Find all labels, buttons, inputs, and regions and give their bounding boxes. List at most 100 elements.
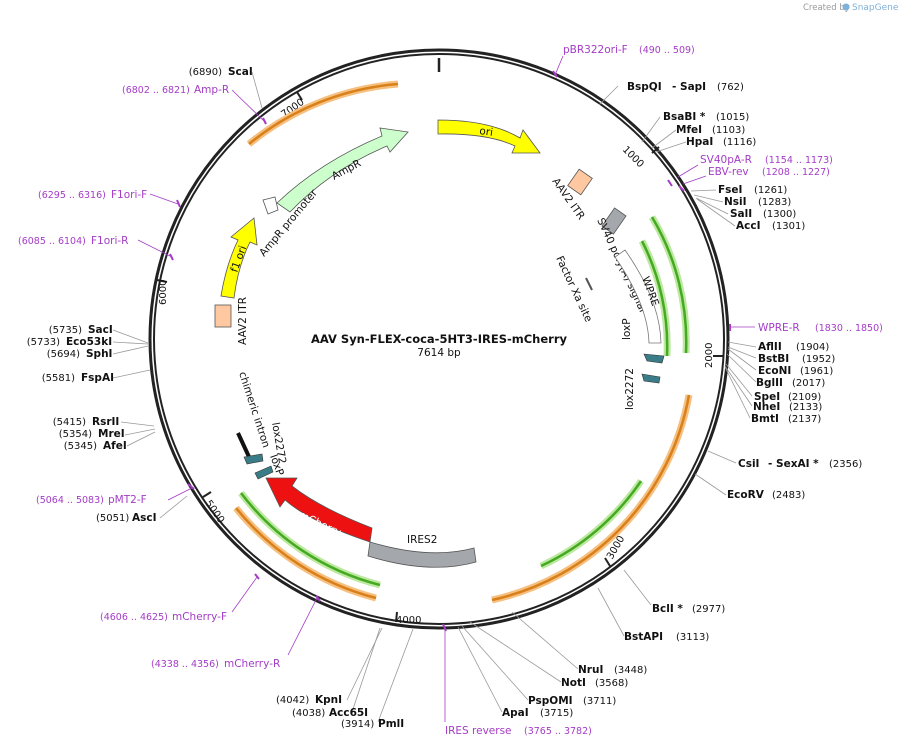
site-pspomi-pos: (3711) <box>583 696 616 707</box>
site-apai-name[interactable]: ApaI <box>502 707 529 719</box>
green-arc-right <box>540 480 643 568</box>
site-acci-pos: (1301) <box>772 221 805 232</box>
site-aflii-name[interactable]: AflII <box>758 341 782 353</box>
site-rsrii-pos: (5415) <box>53 417 86 428</box>
primer-binding-marks <box>169 70 731 632</box>
site-hpai-name[interactable]: HpaI <box>686 136 713 148</box>
site-kpni-name[interactable]: KpnI <box>315 694 342 706</box>
site-fspai-pos: (5581) <box>42 373 75 384</box>
aav2-itr-right-box <box>567 168 593 196</box>
loxp-right-label: loxP <box>621 318 633 340</box>
site-bspqi-name[interactable]: BspQI <box>627 81 662 93</box>
site-econi-name[interactable]: EcoNI <box>758 365 791 377</box>
site-scai-name[interactable]: ScaI <box>228 66 253 78</box>
site-econi-pos: (1961) <box>800 366 833 377</box>
primer-pbr322ori-f-range: (490 .. 509) <box>639 45 695 56</box>
site-csii-name[interactable]: CsiI <box>738 458 759 470</box>
site-bstapi-name[interactable]: BstAPI <box>624 631 663 643</box>
tick-label-6000: 6000 <box>158 280 169 305</box>
primer-pmt2-f-range: (5064 .. 5083) <box>36 495 104 506</box>
site-pmli-name[interactable]: PmlI <box>378 718 404 730</box>
ampr-promoter-arrow <box>262 196 279 215</box>
primer-mcherry-f-name[interactable]: mCherry-F <box>172 611 227 623</box>
credit-brand: SnapGene <box>852 3 899 13</box>
site-bstbi-name[interactable]: BstBI <box>758 353 789 365</box>
site-acci-name[interactable]: AccI <box>736 220 760 232</box>
loxp-right-arrow <box>643 353 665 364</box>
site-nhei-name[interactable]: NheI <box>753 401 780 413</box>
site-nsii-pos: (1283) <box>758 197 791 208</box>
site-asci-pos: (5051) <box>96 513 129 524</box>
primer-ebv-rev-name[interactable]: EBV-rev <box>708 166 749 178</box>
primer-wpre-r-name[interactable]: WPRE-R <box>758 322 800 334</box>
site-eco53ki-name[interactable]: Eco53kI <box>66 336 112 348</box>
ori-arrow <box>437 119 541 154</box>
ires2-label: IRES2 <box>407 534 437 546</box>
site-bsabi-name[interactable]: BsaBI * <box>663 111 706 123</box>
tick-label-1000: 1000 <box>620 144 646 170</box>
primer-pbr322ori-f-name[interactable]: pBR322ori-F <box>563 44 628 56</box>
plasmid-name: AAV Syn-FLEX-coca-5HT3-IRES-mCherry <box>311 332 568 346</box>
site-bmti-name[interactable]: BmtI <box>751 413 779 425</box>
tick-4000 <box>395 611 398 623</box>
site-spei-name[interactable]: SpeI <box>754 391 780 403</box>
site-nsii-name[interactable]: NsiI <box>724 196 747 208</box>
site-fsei-name[interactable]: FseI <box>718 184 742 196</box>
site-bstbi-pos: (1952) <box>802 354 835 365</box>
site-noti-name[interactable]: NotI <box>561 677 586 689</box>
site-sali-name[interactable]: SalI <box>730 208 752 220</box>
f1-ori-label: f1 ori <box>229 244 250 274</box>
primer-ebv-rev-range: (1208 .. 1227) <box>762 167 830 178</box>
site-sphi-name[interactable]: SphI <box>86 348 112 360</box>
site-nrui-name[interactable]: NruI <box>578 664 603 676</box>
orange-arc-mcherry-region <box>235 507 377 600</box>
primer-mcherry-r-name[interactable]: mCherry-R <box>224 658 280 670</box>
site-rsrii-name[interactable]: RsrII <box>92 416 119 428</box>
site-asci-name[interactable]: AscI <box>132 512 157 524</box>
site-pspomi-name[interactable]: PspOMI <box>528 695 573 707</box>
lox2272-right-arrow <box>641 373 661 384</box>
site-bcli-name[interactable]: BclI * <box>652 603 683 615</box>
site-scai-pos: (6890) <box>189 67 222 78</box>
primer-f1ori-f-range: (6295 .. 6316) <box>38 190 106 201</box>
site-bglii-name[interactable]: BglII <box>756 377 783 389</box>
site-sexai-name[interactable]: - SexAI * <box>768 458 819 470</box>
ampr-arrow <box>276 127 409 213</box>
primer-sv40pa-r-name[interactable]: SV40pA-R <box>700 154 752 166</box>
ori-label: ori <box>479 125 494 139</box>
lox2272-left-arrow <box>243 453 264 465</box>
site-afei-name[interactable]: AfeI <box>103 440 127 452</box>
site-mfei-name[interactable]: MfeI <box>676 124 702 136</box>
site-spei-pos: (2109) <box>788 392 821 403</box>
primer-wpre-r-range: (1830 .. 1850) <box>815 323 883 334</box>
site-eco53ki-pos: (5733) <box>27 337 60 348</box>
site-ecorv-name[interactable]: EcoRV <box>727 489 765 501</box>
tick-5000 <box>202 491 212 498</box>
site-bstapi-pos: (3113) <box>676 632 709 643</box>
primer-ires-reverse-name[interactable]: IRES reverse <box>445 725 512 737</box>
primer-leader-lines <box>137 55 755 722</box>
site-kpni-pos: (4042) <box>276 695 309 706</box>
orange-arc-right-region-halo <box>491 394 693 604</box>
site-acc65i-name[interactable]: Acc65I <box>329 707 368 719</box>
site-bglii-pos: (2017) <box>792 378 825 389</box>
primer-amp-r-name[interactable]: Amp-R <box>194 84 229 96</box>
site-saci-name[interactable]: SacI <box>88 324 113 336</box>
site-bmti-pos: (2137) <box>788 414 821 425</box>
primer-sv40pa-r-range: (1154 .. 1173) <box>765 155 833 166</box>
wpre-arrow <box>614 249 662 344</box>
primer-pmt2-f-name[interactable]: pMT2-F <box>108 494 147 506</box>
site-mfei-pos: (1103) <box>712 125 745 136</box>
primer-f1ori-f-name[interactable]: F1ori-F <box>111 189 147 201</box>
credit-created-by: Created by <box>803 3 850 13</box>
mcherry-arrow <box>265 477 373 543</box>
aav2-itr-left-label: AAV2 ITR <box>237 297 249 345</box>
site-sapi-name[interactable]: - SapI <box>672 81 706 93</box>
orange-arc-right-region <box>491 394 691 602</box>
site-mrei-name[interactable]: MreI <box>98 428 125 440</box>
green-arc-wpre-outer <box>650 216 688 354</box>
site-csii-pos: (2356) <box>829 459 862 470</box>
site-fspai-name[interactable]: FspAI <box>81 372 114 384</box>
primer-f1ori-r-name[interactable]: F1ori-R <box>91 235 128 247</box>
site-pmli-pos: (3914) <box>341 719 374 730</box>
